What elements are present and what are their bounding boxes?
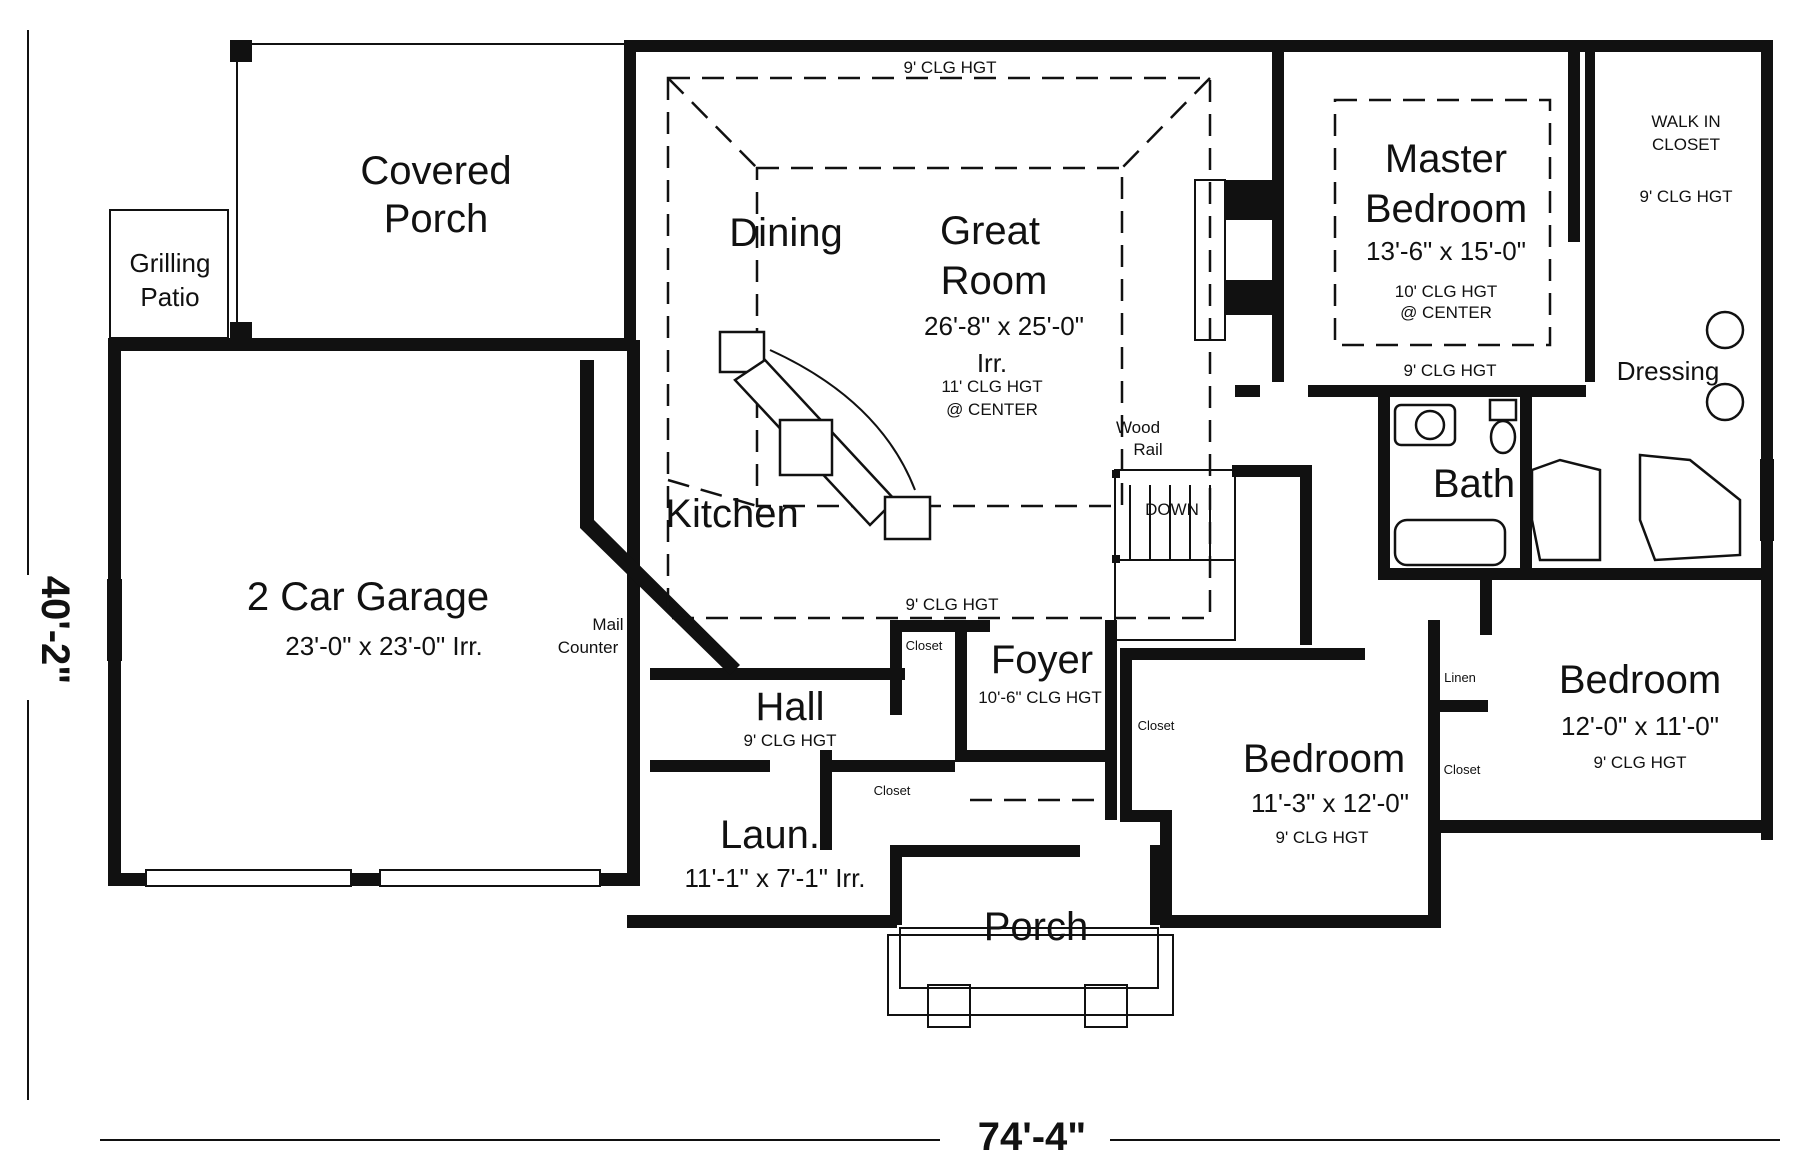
master-bedroom-clg: 10' CLG HGT [1395, 282, 1497, 301]
hall-label: Hall [756, 685, 825, 729]
covered-porch-label: Covered [360, 149, 511, 193]
bedroom-mid-label: Bedroom [1243, 737, 1405, 781]
great-room-dims: 26'-8" x 25'-0" [924, 311, 1084, 341]
wood-rail-label: Wood [1116, 418, 1160, 437]
grilling-patio-label-2: Patio [140, 282, 199, 312]
closet-bed1-label: Closet [1138, 718, 1175, 733]
great-room-top-clg: 9' CLG HGT [904, 58, 997, 77]
great-room-label: Great [940, 209, 1040, 253]
kitchen-island [718, 330, 932, 541]
master-bedroom-bottom-clg: 9' CLG HGT [1404, 361, 1497, 380]
exterior-walls [107, 40, 1774, 1028]
covered-porch-label-2: Porch [384, 197, 489, 241]
dimension-lines [27, 30, 1780, 1141]
master-bedroom-dims: 13'-6" x 15'-0" [1366, 236, 1526, 266]
stair-down-label: DOWN [1145, 500, 1199, 519]
bedroom-mid-dims: 11'-3" x 12'-0" [1251, 788, 1409, 818]
porch-label: Porch [984, 905, 1089, 949]
width-dimension: 74'-4" [978, 1115, 1087, 1159]
dining-label: Dining [729, 211, 842, 255]
mail-counter-label-2: Counter [558, 638, 619, 657]
bath-label: Bath [1433, 462, 1515, 506]
depth-dimension: 40'-2" [33, 576, 77, 685]
bedroom-mid-clg: 9' CLG HGT [1276, 828, 1369, 847]
closet-foyer-label: Closet [906, 638, 943, 653]
walk-in-closet-clg: 9' CLG HGT [1640, 187, 1733, 206]
dressing-label: Dressing [1617, 356, 1720, 386]
hall-clg: 9' CLG HGT [744, 731, 837, 750]
bedroom-right-clg: 9' CLG HGT [1594, 753, 1687, 772]
garage-dims: 23'-0" x 23'-0" Irr. [285, 631, 482, 661]
great-room-bottom-clg: 9' CLG HGT [906, 595, 999, 614]
walk-in-closet-label: WALK IN [1651, 112, 1720, 131]
great-room-clg-center: @ CENTER [946, 400, 1038, 419]
closet-hall-label: Closet [874, 783, 911, 798]
interior-walls [580, 52, 1761, 928]
laundry-dims: 11'-1" x 7'-1" Irr. [684, 863, 865, 893]
great-room-irr: Irr. [977, 348, 1007, 378]
linen-label: Linen [1444, 670, 1476, 685]
foyer-label: Foyer [991, 638, 1093, 682]
master-bedroom-clg-center: @ CENTER [1400, 303, 1492, 322]
laundry-label: Laun. [720, 813, 820, 857]
closet-bed2-label: Closet [1444, 762, 1481, 777]
walk-in-closet-label-2: CLOSET [1652, 135, 1720, 154]
great-room-clg: 11' CLG HGT [941, 377, 1042, 396]
kitchen-label: Kitchen [665, 492, 798, 536]
wood-rail-label-2: Rail [1133, 440, 1162, 459]
bedroom-right-label: Bedroom [1559, 658, 1721, 702]
master-bedroom-label: Master [1385, 137, 1507, 181]
bedroom-right-dims: 12'-0" x 11'-0" [1561, 711, 1719, 741]
foyer-clg: 10'-6" CLG HGT [978, 688, 1102, 707]
master-bedroom-label-2: Bedroom [1365, 187, 1527, 231]
garage-label: 2 Car Garage [247, 575, 489, 619]
great-room-label-2: Room [941, 259, 1048, 303]
grilling-patio-label: Grilling [130, 248, 211, 278]
mail-counter-label: Mail [592, 615, 623, 634]
